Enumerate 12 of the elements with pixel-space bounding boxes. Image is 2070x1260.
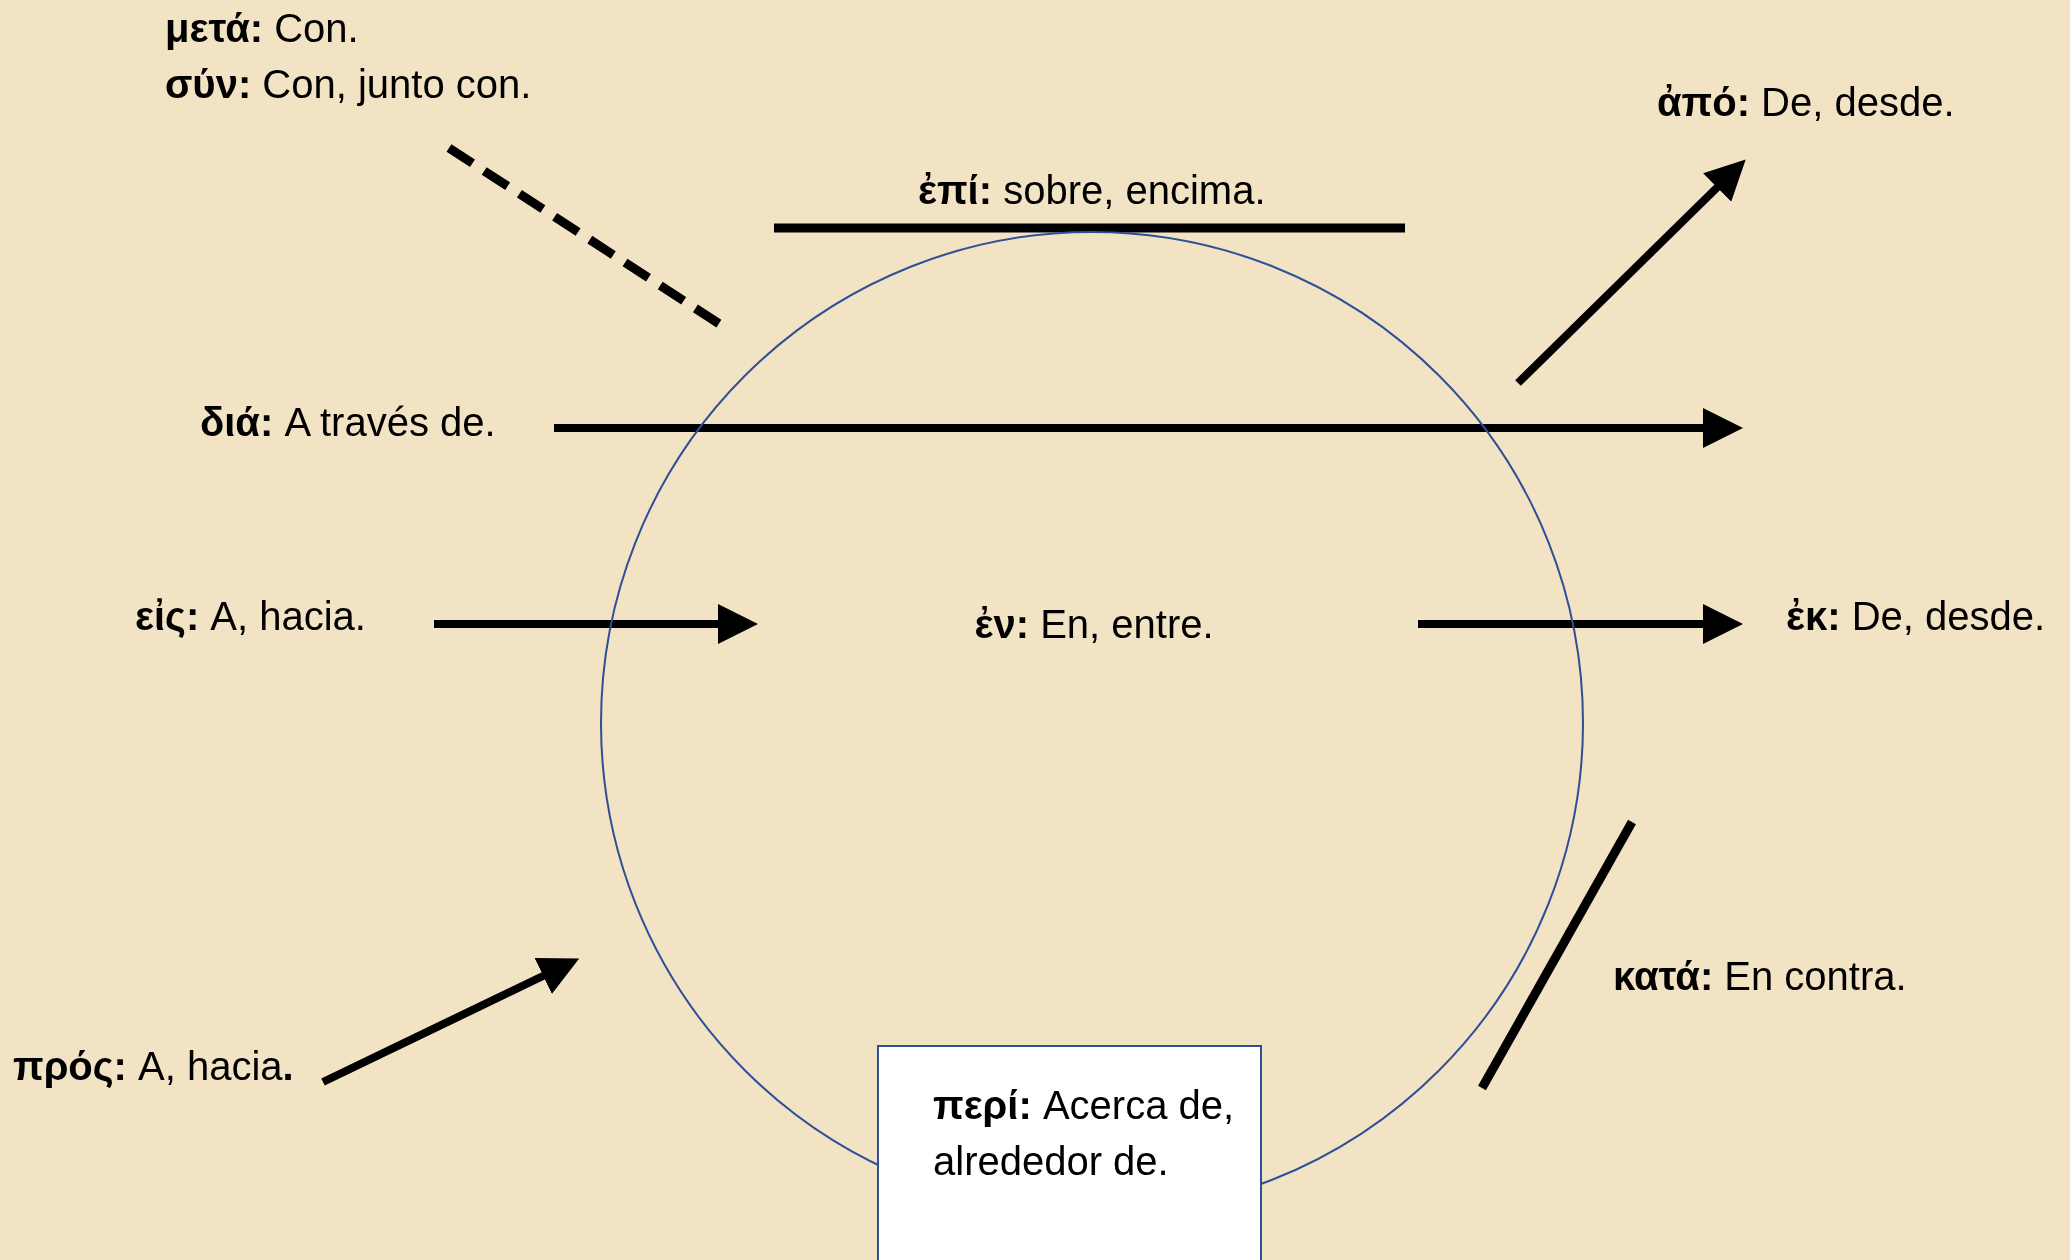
label-text: πρός: A, hacia. [13,1043,294,1090]
label-text: ἀπό: De, desde. [1657,79,1955,126]
label-text: μετά: Con. [165,5,359,52]
text-box [877,1045,1262,1260]
label-text: σύν: Con, junto con. [165,61,532,108]
label-text: εἰς: A, hacia. [135,593,366,640]
label-text: ἐπί: sobre, encima. [918,167,1266,214]
label-text: ἐν: En, entre. [974,601,1214,648]
label-text: περί: Acerca de, alrededor de. [933,1082,1236,1185]
label-text: κατά: En contra. [1613,953,1907,1000]
label-text: ἐκ: De, desde. [1786,593,2046,640]
label-text: διά: A través de. [200,399,496,446]
